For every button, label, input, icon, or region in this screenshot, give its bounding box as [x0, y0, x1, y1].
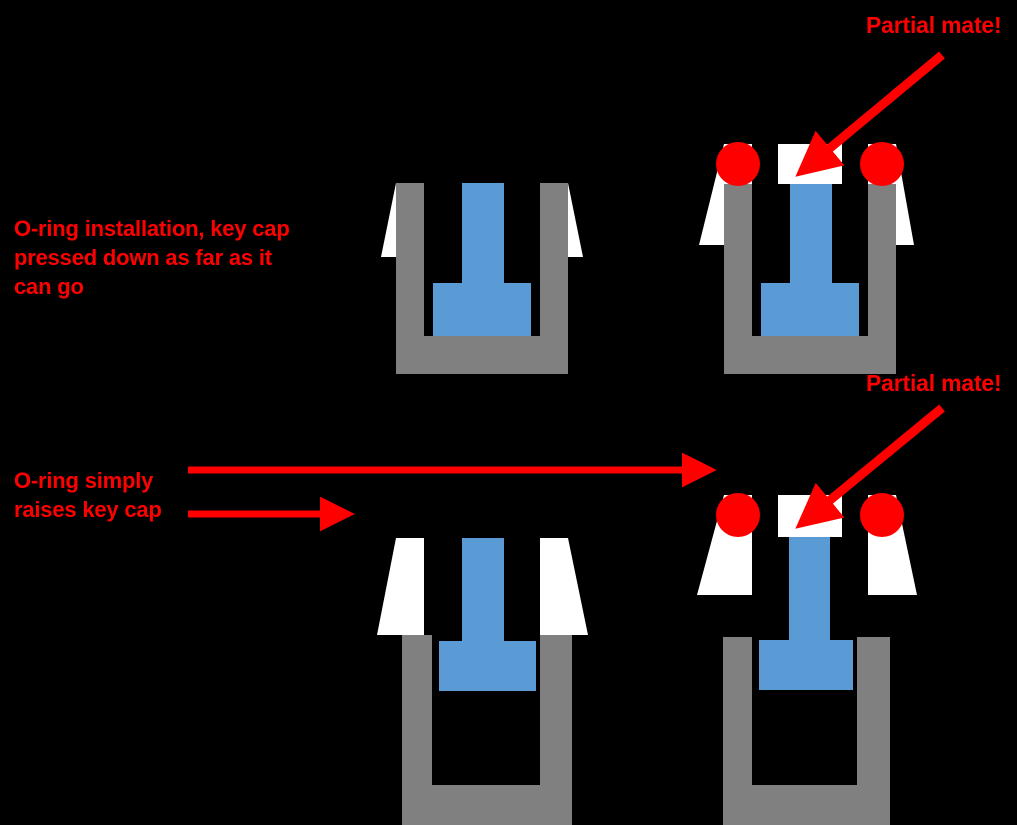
oring-left: [716, 493, 760, 537]
keycap-stem: [439, 538, 536, 691]
switch-housing: [402, 635, 572, 825]
label-partial-mate-bottom: Partial mate!: [866, 370, 1002, 396]
keycap-stem: [761, 184, 859, 336]
switch-housing: [723, 637, 890, 825]
oring-right: [860, 493, 904, 537]
note-oring-installation: O-ring installation, key cap pressed dow…: [14, 216, 290, 300]
partial-mate-arrow-bottom: [795, 404, 945, 529]
note-oring-raises-keycap: O-ring simply raises key cap: [14, 468, 162, 523]
keycap-stem: [433, 183, 531, 336]
oring-right: [860, 142, 904, 186]
assembly-top-right: [699, 142, 914, 374]
label-partial-mate-top: Partial mate!: [866, 12, 1002, 38]
keycap-skirt-right: [540, 538, 588, 635]
keycap-skirt-left: [377, 538, 424, 635]
keycap-stem: [759, 537, 853, 690]
oring-left: [716, 142, 760, 186]
assembly-top-left: [381, 183, 583, 374]
partial-mate-arrow-top: [795, 51, 945, 177]
switch-housing: [396, 183, 568, 374]
assembly-bottom-left: [377, 538, 588, 825]
